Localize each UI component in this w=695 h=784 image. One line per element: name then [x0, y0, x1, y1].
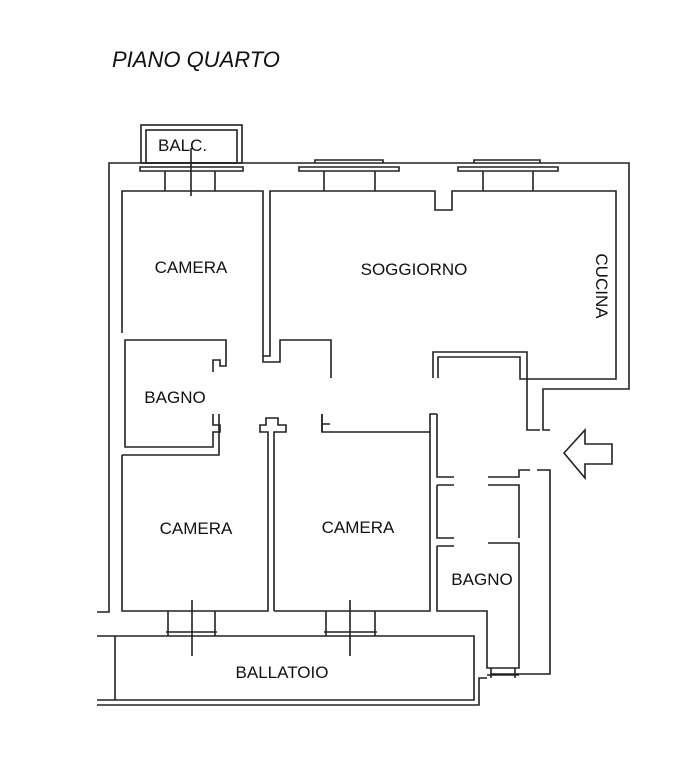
window	[139, 148, 559, 196]
exterior-wall-right-lower	[490, 469, 551, 675]
room-label-camera: CAMERA	[155, 258, 228, 277]
ballatoio-walls	[97, 635, 487, 706]
plan-title: PIANO QUARTO	[112, 47, 280, 72]
wall-segment	[321, 414, 330, 432]
entrance-arrow-icon	[562, 427, 613, 481]
wall-entry	[437, 356, 540, 431]
wall-bagno-left	[124, 339, 227, 448]
room-label-balcony: BALC.	[158, 136, 207, 155]
room-label-camera: CAMERA	[160, 519, 233, 538]
wall-camera-bottom-mid	[274, 413, 530, 669]
room-label-camera: CAMERA	[322, 518, 395, 537]
room-label-bagno: BAGNO	[144, 388, 205, 407]
wall-camera-top	[121, 190, 332, 378]
wall-soggiorno	[269, 190, 617, 380]
room-label-cucina: CUCINA	[592, 253, 611, 319]
room-label-ballatoio: BALLATOIO	[236, 663, 329, 682]
exterior-wall	[97, 162, 630, 613]
wall-segment	[263, 331, 271, 357]
wall-camera-bottom-left	[121, 414, 287, 612]
window	[166, 600, 519, 678]
room-label-soggiorno: SOGGIORNO	[361, 260, 468, 279]
room-label-bagno: BAGNO	[451, 570, 512, 589]
